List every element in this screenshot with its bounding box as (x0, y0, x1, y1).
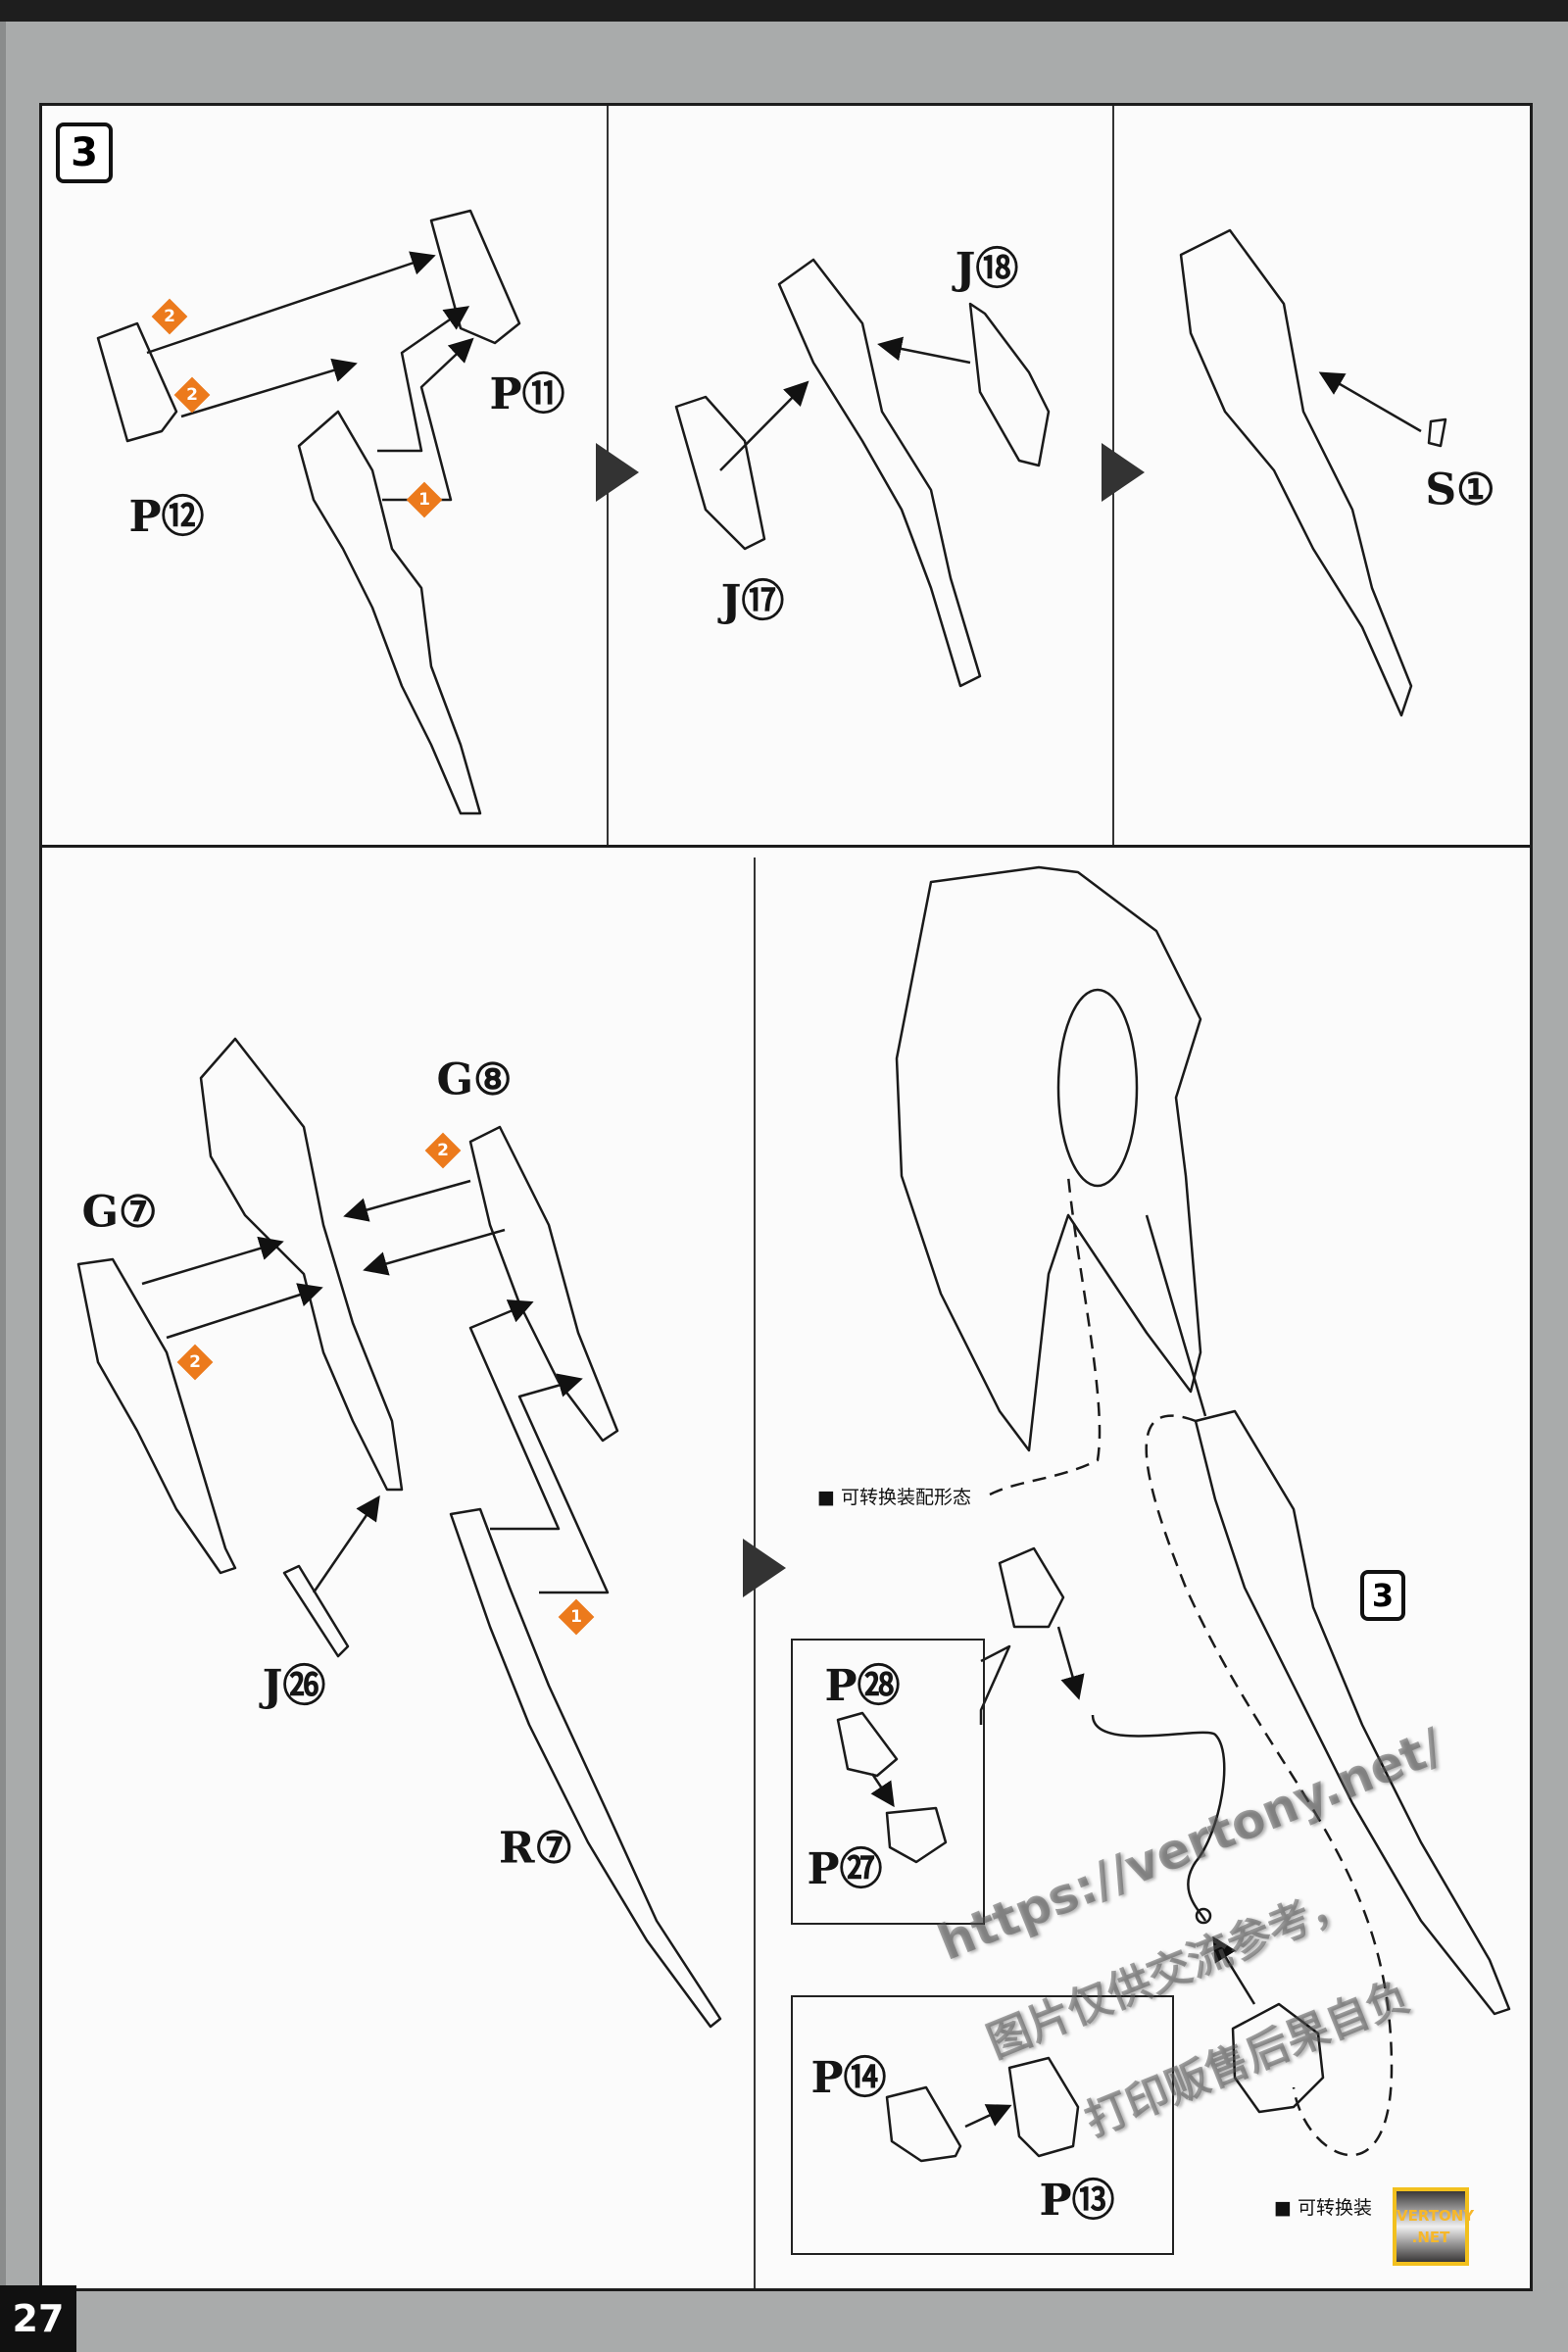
top-edge (0, 0, 1568, 22)
assembly-arrow (312, 1494, 380, 1593)
part-label-g7: G⑦ (81, 1187, 158, 1238)
assembly-arrow (1212, 1936, 1256, 2005)
part-g7 (76, 1257, 237, 1575)
part-p27-small (885, 1806, 948, 1864)
assembly-arrow (877, 336, 971, 365)
part-label-j17: J⑰ (720, 576, 785, 626)
caption-convertible-form: ■ 可转换装配形态 (817, 1487, 971, 1508)
step-reference: 3 (1360, 1570, 1405, 1621)
part-j17 (674, 395, 766, 551)
assembly-arrow (964, 2104, 1012, 2129)
connector-line (1145, 1214, 1207, 1417)
part-label-p12: P⑫ (128, 492, 205, 542)
part-frame-3 (1179, 228, 1413, 717)
part-frame-2 (777, 258, 982, 688)
part-frame-4 (199, 1037, 404, 1492)
assembly-arrow (870, 1773, 895, 1808)
caption-convertible-form-2: ■ 可转换装 (1274, 2197, 1372, 2219)
flow-arrow-3 (743, 1539, 786, 1597)
detail-box-p14-p13 (791, 1995, 1174, 2255)
assembly-arrow (1318, 371, 1422, 433)
part-label-g8: G⑧ (436, 1054, 513, 1105)
part-label-s1: S① (1425, 465, 1495, 515)
assembly-arrow (468, 1299, 561, 1531)
part-label-p11: P⑪ (489, 369, 565, 419)
part-s1 (1427, 417, 1447, 448)
vertony-logo: VERTONY.NET (1393, 2187, 1474, 2266)
part-block (1231, 2002, 1325, 2114)
part-label-j18: J⑱ (955, 244, 1019, 294)
assembly-arrow (166, 1283, 323, 1340)
assembly-arrow (517, 1373, 610, 1594)
part-p12 (96, 321, 178, 443)
part-frame-1 (297, 410, 482, 815)
part-label-p27: P㉗ (807, 1844, 883, 1894)
dashed-flow-line (1145, 1414, 1394, 2157)
assembly-arrow (719, 380, 809, 471)
hose-part (1091, 1714, 1226, 1922)
assembly-arrow (343, 1179, 471, 1222)
part-label-j26: J㉖ (262, 1661, 326, 1711)
top-panel (39, 103, 1533, 848)
detail-box-p28-p27 (791, 1639, 985, 1925)
part-r7 (449, 1507, 722, 2029)
part-label-p28: P㉘ (824, 1661, 901, 1711)
page-number: 27 (0, 2285, 76, 2352)
part-p13 (1007, 2056, 1080, 2158)
part-frame-5 (1194, 1409, 1511, 2016)
step-badge: 2 (424, 1132, 462, 1169)
step-badge: 2 (151, 298, 188, 335)
step-badge: 2 (176, 1344, 214, 1381)
step-number: 3 (56, 122, 113, 183)
hose-end (1195, 1907, 1212, 1925)
assembly-arrow (363, 1228, 506, 1276)
part-label-r7: R⑦ (498, 1823, 574, 1874)
assembly-arrow (1056, 1626, 1085, 1700)
part-p28-small (836, 1711, 899, 1778)
part-j26 (282, 1564, 350, 1658)
assembly-arrow (141, 1236, 284, 1286)
part-g8 (468, 1125, 619, 1443)
step-badge: 1 (558, 1598, 595, 1636)
assembly-arrow (146, 251, 436, 355)
part-p14 (885, 2085, 962, 2163)
part-j18 (968, 302, 1051, 467)
dashed-flow-line (989, 1175, 1102, 1496)
flow-arrow-1 (596, 443, 639, 502)
part-p28-main (998, 1546, 1065, 1629)
assembly-arrow (382, 337, 474, 502)
assembly-arrow (180, 358, 358, 418)
flow-arrow-2 (1102, 443, 1145, 502)
step-badge: 1 (406, 481, 443, 518)
assembly-arrow (377, 306, 470, 453)
callout-pointer (979, 1644, 1011, 1725)
part-assembled-unit (895, 865, 1202, 1452)
left-edge (0, 22, 6, 2352)
step-badge: 2 (173, 376, 211, 414)
part-label-p14: P⑭ (810, 2053, 887, 2103)
part-core-disc (1056, 988, 1139, 1188)
part-label-p13: P⑬ (1039, 2176, 1115, 2226)
